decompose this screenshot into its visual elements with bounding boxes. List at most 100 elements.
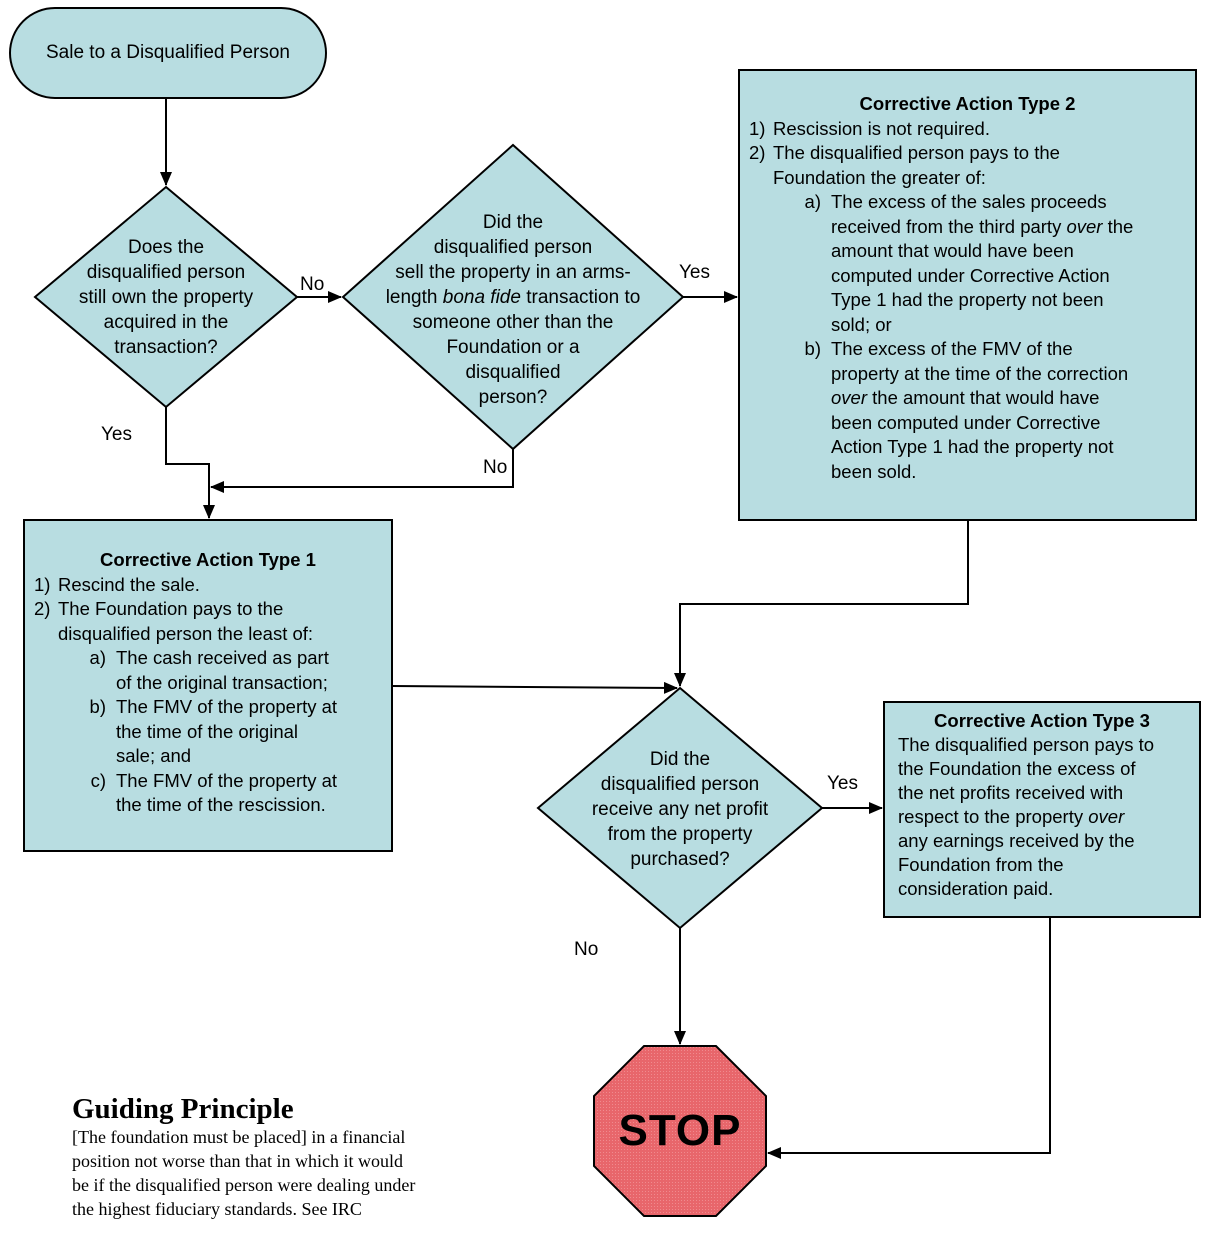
arrow-cat1-to-d3 [391,681,678,694]
d2-bona-fide: bona fide [442,287,521,308]
cat3-title: Corrective Action Type 3 [934,710,1150,731]
cat1-item-1-text: Rescind the sale. [58,573,200,595]
cat3-line: respect to the property over [898,805,1198,829]
cat3-part: respect to the property [898,806,1084,827]
cat3-box [883,701,1201,918]
cat1-sub-a-line: The cash received as part [116,647,329,668]
cat2-item-2-line: Foundation the greater of: [773,166,986,188]
cat1-sub-a-num: a) [89,647,106,668]
d1-line: acquired in the [103,311,229,333]
cat1-item-2-line: disqualified person the least of: [58,622,314,644]
d1-line: disqualified person [86,261,246,283]
cat2-item-2-line: The disqualified person pays to the [773,142,1060,163]
guiding-principle: Guiding Principle [The foundation must b… [72,1093,552,1221]
cat2-sub-b-line: been sold. [831,460,917,482]
d1-line: transaction? [114,336,218,358]
d2-length: length [385,287,438,308]
cat1-item-2: 2) The Foundation pays to the disqualifi… [26,597,390,646]
decision-net-profit-text: Did the disqualified person receive any … [560,744,800,874]
cat1-sub-c-line: The FMV of the property at [116,769,338,791]
d3-line: from the property [607,823,753,845]
cat2-item-1-num: 1) [749,117,766,139]
cat2-sub-b-line: been computed under Corrective [831,411,1101,433]
cat2-sub-a-line: sold; or [831,313,892,335]
guiding-principle-line: position not worse than that in which it… [72,1151,403,1171]
cat2-sub-b: b) The excess of the FMV of the property… [741,337,1194,484]
cat2-sub-b-num: b) [804,338,821,359]
cat2-sub-a-part: the [1107,215,1134,237]
stop-sign [593,1045,767,1217]
cat2-sub-a-line: received from the third party over the [831,215,1133,240]
d1-line: Does the [127,236,205,258]
cat1-item-2-num: 2) [34,598,51,619]
guiding-principle-line: be if the disqualified person were deali… [72,1175,416,1195]
cat2-sub-a-line: amount that would have been [831,240,1074,261]
cat3-line: The disqualified person pays to [898,734,1155,755]
cat1-item-1: 1) Rescind the sale. [26,573,390,598]
cat2-sub-a-over: over [1066,215,1103,237]
guiding-principle-line: [The foundation must be placed] in a fin… [72,1127,406,1147]
arrow-d2-no-merge [210,449,514,493]
cat2-sub-a: a) The excess of the sales proceeds rece… [741,190,1194,337]
cat2-sub-b-over: over [831,387,867,408]
cat2-sub-a-part: received from the third party [831,215,1062,237]
cat1-box [23,519,393,852]
guiding-principle-title: Guiding Principle [72,1093,294,1125]
d2-line: length bona fide transaction to [386,285,641,310]
cat1-sub-c-num: c) [90,769,106,791]
cat2-content: Corrective Action Type 2 1) Rescission i… [741,92,1194,484]
cat1-item-1-num: 1) [34,573,51,595]
cat2-sub-b-part: the amount that would have [872,387,1100,408]
cat1-sub-c-line: the time of the rescission. [116,794,326,815]
label-d3-no: No [574,939,599,960]
cat1-sub-b-line: sale; and [116,745,192,766]
label-d2-yes: Yes [679,262,710,283]
label-d1-no: No [300,274,325,295]
decision-still-own-text: Does the disqualified person still own t… [46,232,286,362]
cat2-item-1: 1) Rescission is not required. [741,117,1194,142]
cat2-box [738,69,1197,521]
cat3-over: over [1088,806,1125,827]
guiding-principle-line: the highest fiduciary standards. See IRC [72,1199,362,1219]
d2-line: Foundation or a [446,337,580,358]
cat1-sub-b-num: b) [89,696,106,717]
d3-line: purchased? [630,848,730,870]
arrow-cat3-to-stop [767,917,1051,1159]
cat2-sub-b-line: property at the time of the correction [831,362,1129,384]
cat2-sub-b-line: The excess of the FMV of the [831,338,1073,359]
label-d1-yes: Yes [101,424,132,445]
d3-line: Did the [649,748,711,770]
cat2-sub-a-line: The excess of the sales proceeds [831,191,1107,212]
arrow-cat2-to-d3 [674,520,969,687]
label-d2-no: No [483,457,508,478]
d2-transaction-to: transaction to [526,287,641,308]
cat3-line: consideration paid. [898,878,1054,899]
cat2-sub-b-line: Action Type 1 had the property not [831,436,1114,457]
cat3-line: the net profits received with [898,782,1124,803]
decision-sold-third-party-text: Did the disqualified person sell the pro… [363,210,663,410]
d2-line: someone other than the [412,312,614,333]
cat1-title: Corrective Action Type 1 [100,549,316,570]
label-d3-yes: Yes [827,773,858,794]
d2-line: sell the property in an arms- [395,262,631,283]
d2-line: disqualified person [433,237,593,258]
stop-label: STOP [618,1106,742,1155]
cat1-sub-c: c) The FMV of the property at the time o… [26,769,390,818]
cat1-sub-a-line: of the original transaction; [116,671,328,693]
cat2-item-2-num: 2) [749,142,766,163]
cat3-content: Corrective Action Type 3 The disqualifie… [898,709,1198,901]
cat1-sub-b-line: the time of the original [116,720,299,742]
cat3-line: the Foundation the excess of [898,758,1136,779]
cat1-item-2-line: The Foundation pays to the [58,598,284,619]
d2-line: disqualified [465,362,561,383]
start-label: Sale to a Disqualified Person [46,42,290,63]
d2-line: Did the [482,212,544,233]
cat2-item-1-text: Rescission is not required. [773,117,990,139]
cat1-sub-b-line: The FMV of the property at [116,696,338,717]
start-terminator [9,7,327,99]
cat3-line: any earnings received by the [898,830,1135,851]
cat2-item-2: 2) The disqualified person pays to the F… [741,141,1194,190]
d3-line: receive any net profit [591,798,769,820]
d3-line: disqualified person [600,773,760,795]
